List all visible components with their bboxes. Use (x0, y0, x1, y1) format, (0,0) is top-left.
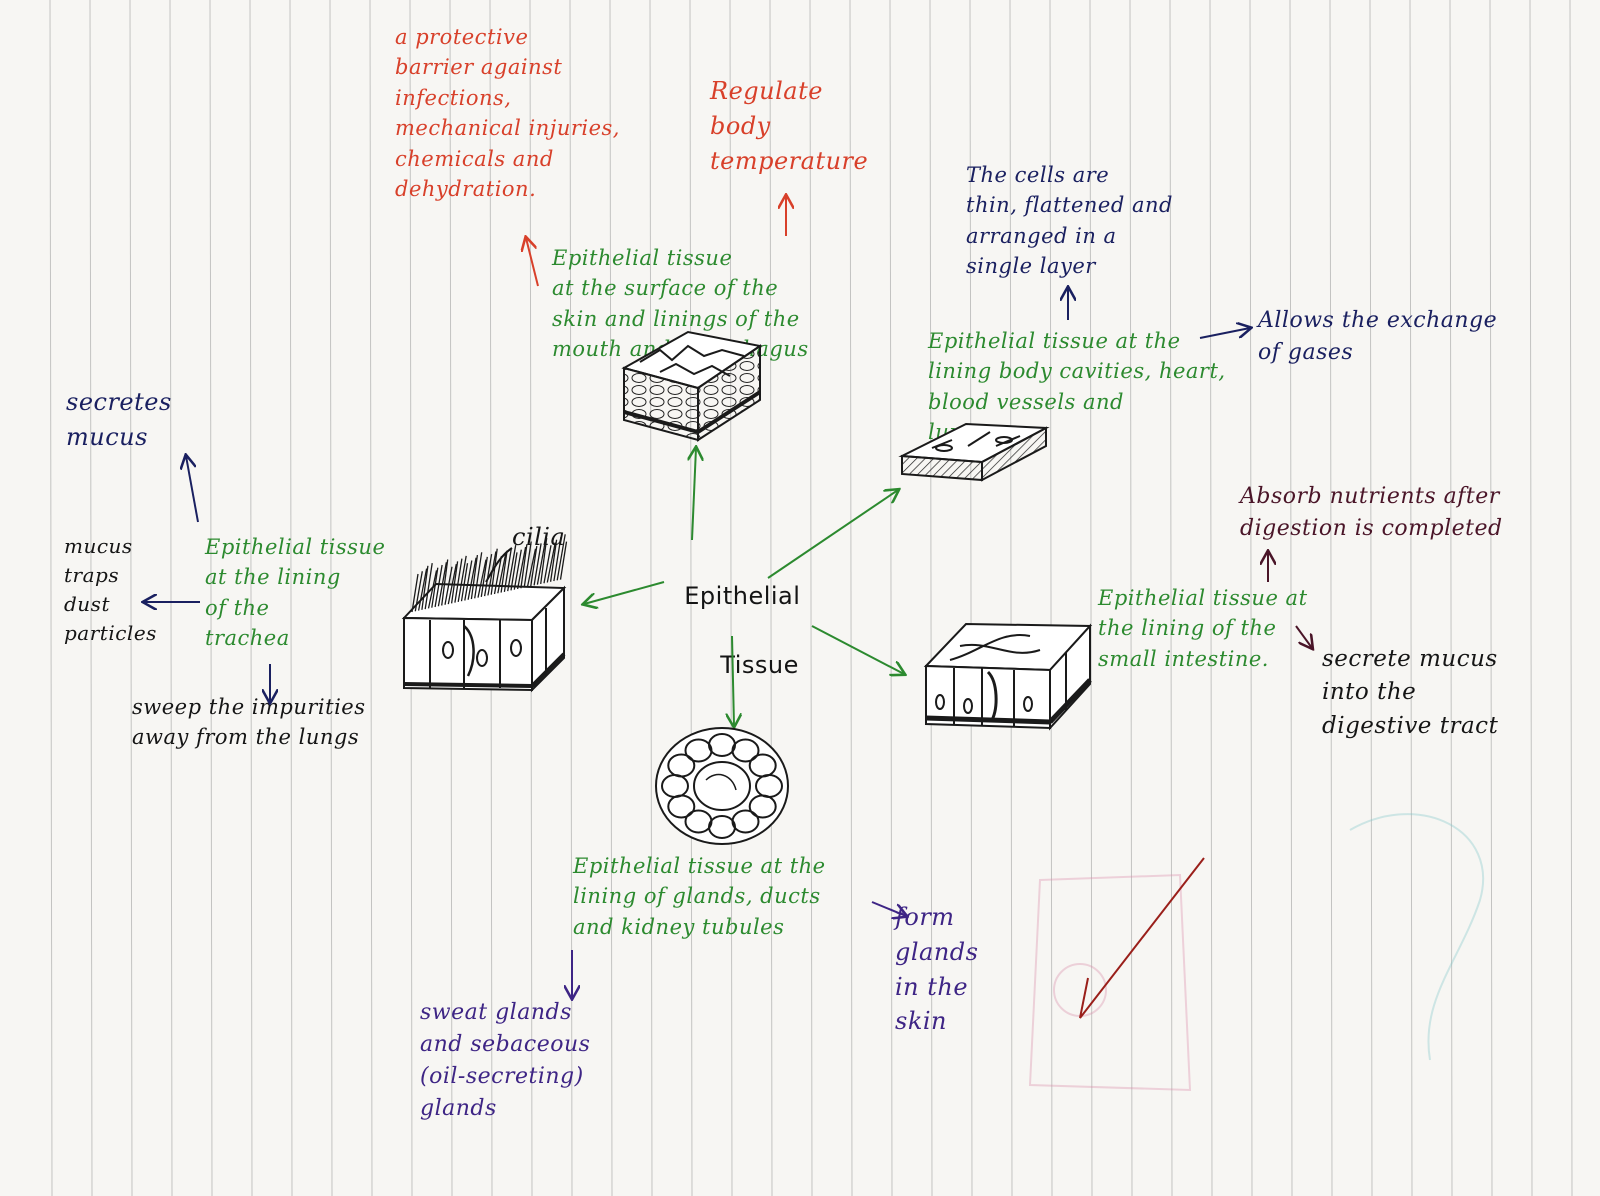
intestine-tissue-label: Epithelial tissue at the lining of the s… (1098, 586, 1308, 671)
ruled-line (1289, 0, 1293, 1196)
ruled-line (849, 0, 853, 1196)
center-title: Epithelial Tissue (668, 544, 800, 683)
ruled-line (1489, 0, 1493, 1196)
glands-tissue-label: Epithelial tissue at the lining of gland… (573, 854, 826, 939)
ruled-line (369, 0, 373, 1196)
ruled-line (289, 0, 293, 1196)
ruled-line (89, 0, 93, 1196)
skin-function-regulate-temperature: Regulate body temperature (710, 77, 869, 175)
trachea-function-secretes-mucus: secretes mucus (66, 388, 172, 451)
ruled-line (969, 0, 973, 1196)
ruled-line (1369, 0, 1373, 1196)
ruled-line (249, 0, 253, 1196)
ruled-line (689, 0, 693, 1196)
cavities-tissue-label: Epithelial tissue at the lining body cav… (928, 329, 1226, 445)
intestine-function-absorb: Absorb nutrients after digestion is comp… (1240, 484, 1503, 541)
ruled-line (769, 0, 773, 1196)
trachea-function-traps-dust: mucus traps dust particles (64, 534, 157, 645)
glands-function-sweat-sebaceous: sweat glands and sebaceous (oil-secretin… (420, 1000, 591, 1121)
ruled-line (889, 0, 893, 1196)
cavities-function-gas-exchange: Allows the exchange of gases (1258, 308, 1498, 365)
center-title-line2: Tissue (720, 651, 799, 680)
ruled-line (929, 0, 933, 1196)
cavities-structure-note: The cells are thin, flattened and arrang… (966, 163, 1173, 279)
ruled-line (729, 0, 733, 1196)
ruled-line (809, 0, 813, 1196)
ruled-line (329, 0, 333, 1196)
ruled-line (169, 0, 173, 1196)
ruled-line (1529, 0, 1533, 1196)
ruled-line (129, 0, 133, 1196)
ruled-line (1249, 0, 1253, 1196)
ruled-line (209, 0, 213, 1196)
ruled-line (1449, 0, 1453, 1196)
ruled-line (1049, 0, 1053, 1196)
ruled-line (1209, 0, 1213, 1196)
ruled-line (49, 0, 53, 1196)
trachea-cilia-label: cilia (512, 523, 566, 551)
ruled-line (1409, 0, 1413, 1196)
intestine-function-secrete-mucus: secrete mucus into the digestive tract (1322, 646, 1499, 739)
ruled-line (1329, 0, 1333, 1196)
skin-function-protective-barrier: a protective barrier against infections,… (395, 25, 620, 202)
skin-tissue-label: Epithelial tissue at the surface of the … (552, 246, 809, 362)
trachea-function-sweep-impurities: sweep the impurities away from the lungs (132, 695, 366, 750)
glands-function-form-skin-glands: form glands in the skin (895, 903, 979, 1036)
ruled-line (1569, 0, 1573, 1196)
ruled-line (1009, 0, 1013, 1196)
trachea-tissue-label: Epithelial tissue at the lining of the t… (205, 535, 386, 651)
center-title-line1: Epithelial (684, 581, 801, 610)
